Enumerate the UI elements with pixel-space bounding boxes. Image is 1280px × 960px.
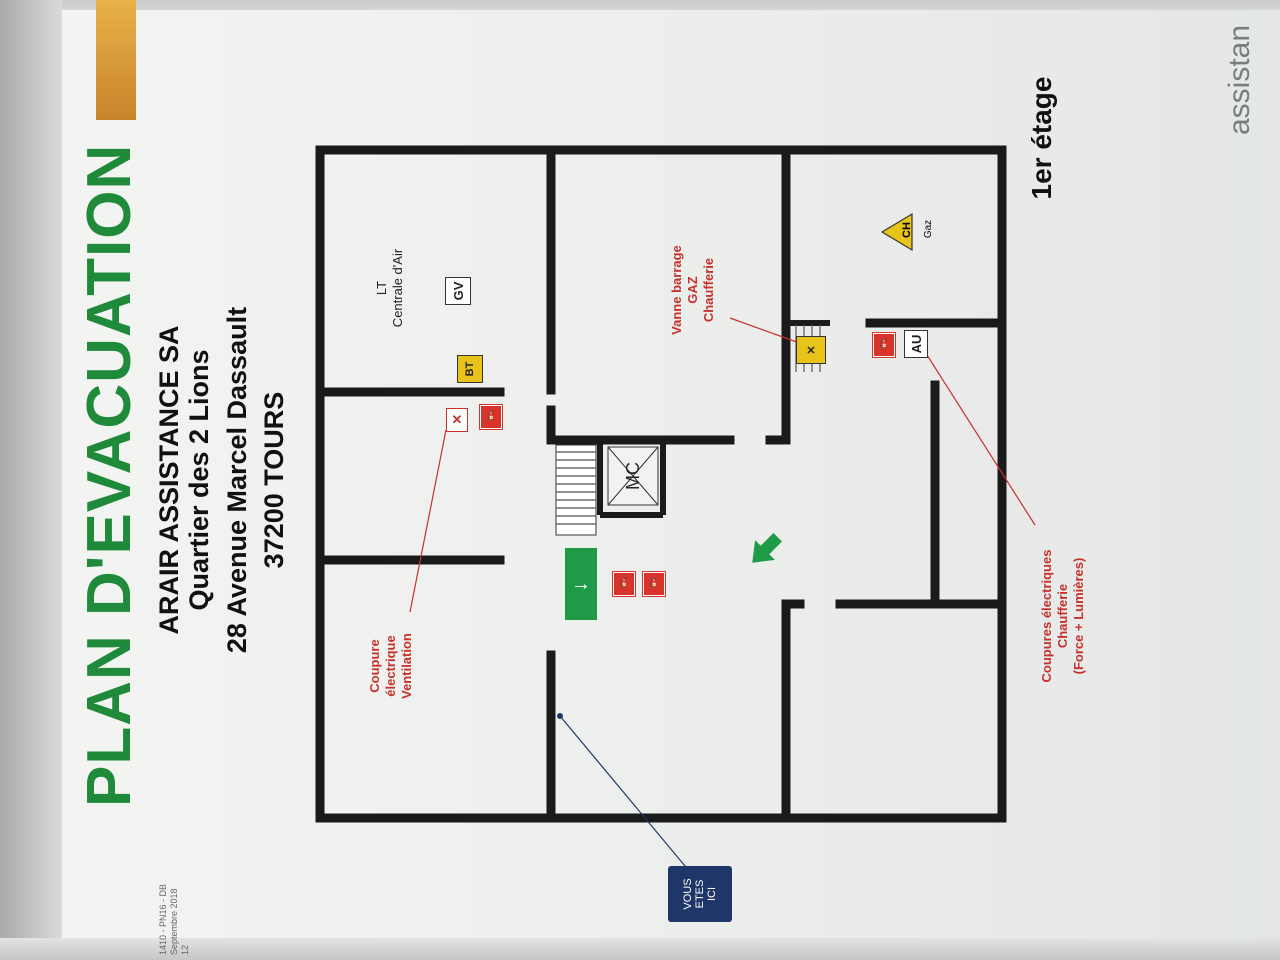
mc-cross-icon [607, 446, 659, 506]
gas-valve-line-2: GAZ [685, 276, 700, 304]
hazard-triangle-icon [880, 212, 913, 252]
leader-gas [729, 317, 806, 346]
outer-walls [315, 145, 1007, 823]
fire-extinguisher-icon: 🧯 [480, 405, 502, 429]
gaz-label: Gaz [923, 219, 934, 239]
bt-box: BT [457, 355, 483, 383]
staircase [555, 444, 597, 536]
ventilation-note-line-3: Ventilation [399, 633, 414, 699]
ch-label: CH [901, 222, 913, 238]
lt-label: LT Centrale d'Air [374, 248, 410, 328]
logo-mark [96, 0, 136, 120]
mc-label: MC [623, 462, 643, 490]
leader-you-here [559, 715, 691, 873]
fire-extinguisher-icon: 🧯 [643, 572, 665, 596]
you-here-line-1: VOUS [682, 878, 694, 910]
ventilation-cutoff-icon: ✕ [446, 408, 468, 432]
gv-box: GV [445, 277, 471, 305]
ventilation-note: Coupure électrique Ventilation [367, 611, 419, 721]
you-here-point [557, 713, 563, 719]
boiler-cuts-line-2: Chaufferie [1055, 583, 1070, 649]
gas-valve-line-1: Vanne barrage [669, 245, 684, 335]
you-here-line-2: ETES [694, 879, 706, 909]
leader-ventilation [409, 429, 447, 613]
gas-valve-note: Vanne barrage GAZ Chaufferie [669, 235, 721, 345]
ventilation-note-line-2: électrique [383, 635, 398, 697]
boiler-cuts-line-1: Coupures électriques [1039, 549, 1054, 683]
evacuation-arrow-icon [752, 533, 782, 563]
boiler-cuts-note: Coupures électriques Chaufferie (Force +… [1039, 531, 1091, 701]
frame-bottom [0, 938, 1280, 960]
lt-subtitle: Centrale d'Air [390, 248, 405, 328]
exit-sign-icon: → [565, 548, 597, 620]
boiler-cuts-line-3: (Force + Lumières) [1071, 557, 1086, 675]
fire-extinguisher-icon: 🧯 [613, 572, 635, 596]
ventilation-note-line-1: Coupure [367, 639, 382, 693]
you-here-line-3: ICI [706, 886, 718, 902]
frame-left [0, 0, 62, 960]
au-box: AU [904, 330, 928, 358]
paper-sheet [62, 10, 1280, 950]
lt-code: LT [374, 280, 389, 296]
you-are-here-badge: VOUS ETES ICI [668, 866, 732, 922]
leader-boiler [926, 354, 1036, 526]
fire-extinguisher-icon: 🧯 [873, 333, 895, 357]
gas-valve-line-3: Chaufferie [701, 257, 716, 323]
gas-valve-icon: ✕ [796, 336, 826, 364]
